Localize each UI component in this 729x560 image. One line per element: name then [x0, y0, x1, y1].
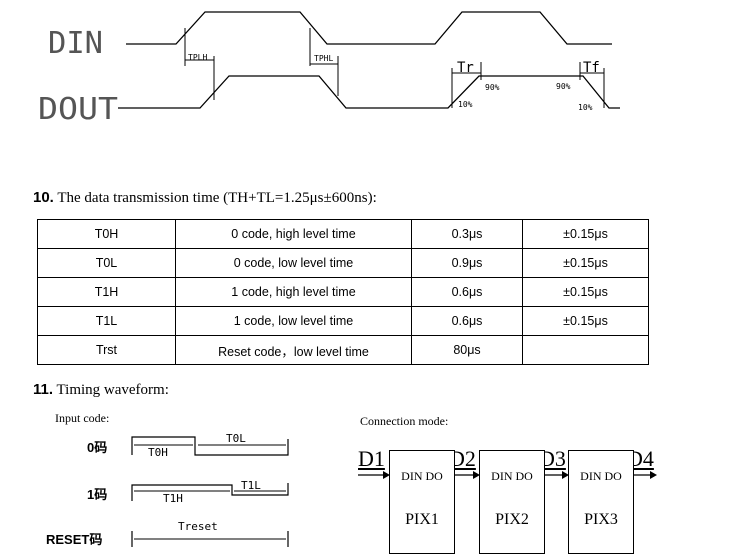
section-11-text: Timing waveform: [56, 382, 169, 398]
d3-label: D3 [539, 446, 566, 471]
t0l-label: T0L [226, 432, 246, 445]
tf-label: Tf [583, 60, 600, 76]
section-10-title: 10. The data transmission time (TH+TL=1.… [33, 189, 377, 207]
section-10-text: The data transmission time (TH+TL=1.25μs… [57, 190, 377, 206]
table-cell: ±0.15μs [522, 219, 649, 249]
timing-diagram-svg: DIN DOUT TPLH TPHL Tr 90% 10% Tf 90% 10% [38, 11, 620, 127]
pixel-box-1: DIN DO PIX1 [389, 450, 455, 554]
table-cell: 1 code, high level time [175, 277, 412, 307]
reset-label: RESET码 [46, 532, 103, 547]
t1l-label: T1L [241, 479, 261, 492]
table-cell: ±0.15μs [522, 306, 649, 336]
t0h-label: T0H [148, 446, 168, 459]
section-11-title: 11. Timing waveform: [33, 381, 169, 399]
table-cell: 0 code, high level time [175, 219, 412, 249]
table-cell: 1 code, low level time [175, 306, 412, 336]
table-row: T1L 1 code, low level time 0.6μs ±0.15μs [37, 306, 649, 336]
table-row: T1H 1 code, high level time 0.6μs ±0.15μ… [37, 277, 649, 307]
table-cell: Trst [37, 335, 176, 365]
dout-label: DOUT [38, 92, 118, 127]
input-code-svg: T0H T0L T1H T1L Treset [131, 432, 289, 547]
d2-label: D2 [449, 446, 476, 471]
pixel-name: PIX1 [405, 511, 439, 528]
code0-label: 0码 [87, 440, 108, 455]
table-cell: 80μs [411, 335, 523, 365]
table-cell: T1L [37, 306, 176, 336]
code1-waveform [131, 483, 289, 501]
t1h-label: T1H [163, 492, 183, 505]
tr-10-label: 10% [458, 100, 473, 109]
pixel-name: PIX3 [584, 511, 618, 528]
table-cell: 0.6μs [411, 306, 523, 336]
table-cell: T0L [37, 248, 176, 278]
code1-label: 1码 [87, 487, 108, 502]
table-cell [522, 335, 649, 365]
din-label: DIN [48, 26, 103, 61]
pixel-pins: DIN DO [491, 469, 533, 483]
table-row: T0H 0 code, high level time 0.3μs ±0.15μ… [37, 219, 649, 249]
input-code-waveforms: T0H T0L T1H T1L Treset [120, 425, 300, 555]
table-row: Trst Reset code，low level time 80μs [37, 335, 649, 365]
section-11-number: 11. [33, 381, 54, 398]
table-cell: 0.6μs [411, 277, 523, 307]
pixel-box-2: DIN DO PIX2 [479, 450, 545, 554]
arrow-d4-head [650, 471, 657, 479]
timing-diagram: DIN DOUT TPLH TPHL Tr 90% 10% Tf 90% 10% [0, 0, 729, 140]
table-cell: ±0.15μs [522, 248, 649, 278]
timing-table: T0H 0 code, high level time 0.3μs ±0.15μ… [37, 219, 649, 365]
tf-10-label: 10% [578, 103, 593, 112]
pixel-box-3: DIN DO PIX3 [568, 450, 634, 554]
tf-90-label: 90% [556, 82, 571, 91]
pixel-pins: DIN DO [401, 469, 443, 483]
tr-label: Tr [457, 60, 474, 76]
table-cell: Reset code，low level time [175, 335, 412, 365]
tr-90-label: 90% [485, 83, 500, 92]
code0-waveform [131, 436, 289, 456]
table-cell: 0.9μs [411, 248, 523, 278]
dout-waveform [118, 75, 620, 109]
pixel-name: PIX2 [495, 511, 529, 528]
arrow-d1-head [383, 471, 390, 479]
arrow-d2-head [473, 471, 480, 479]
d1-label: D1 [358, 446, 385, 471]
table-cell: 0.3μs [411, 219, 523, 249]
table-cell: T0H [37, 219, 176, 249]
pixel-pins: DIN DO [580, 469, 622, 483]
tplh-label: TPLH [188, 53, 207, 62]
table-row: T0L 0 code, low level time 0.9μs ±0.15μs [37, 248, 649, 278]
input-code-heading: Input code: [55, 411, 110, 425]
connection-heading: Connection mode: [360, 414, 449, 428]
section-10-number: 10. [33, 189, 54, 206]
table-cell: T1H [37, 277, 176, 307]
din-waveform [126, 11, 612, 45]
tphl-label: TPHL [314, 54, 333, 63]
table-cell: ±0.15μs [522, 277, 649, 307]
arrow-d3-head [562, 471, 569, 479]
treset-label: Treset [178, 520, 218, 533]
table-cell: 0 code, low level time [175, 248, 412, 278]
